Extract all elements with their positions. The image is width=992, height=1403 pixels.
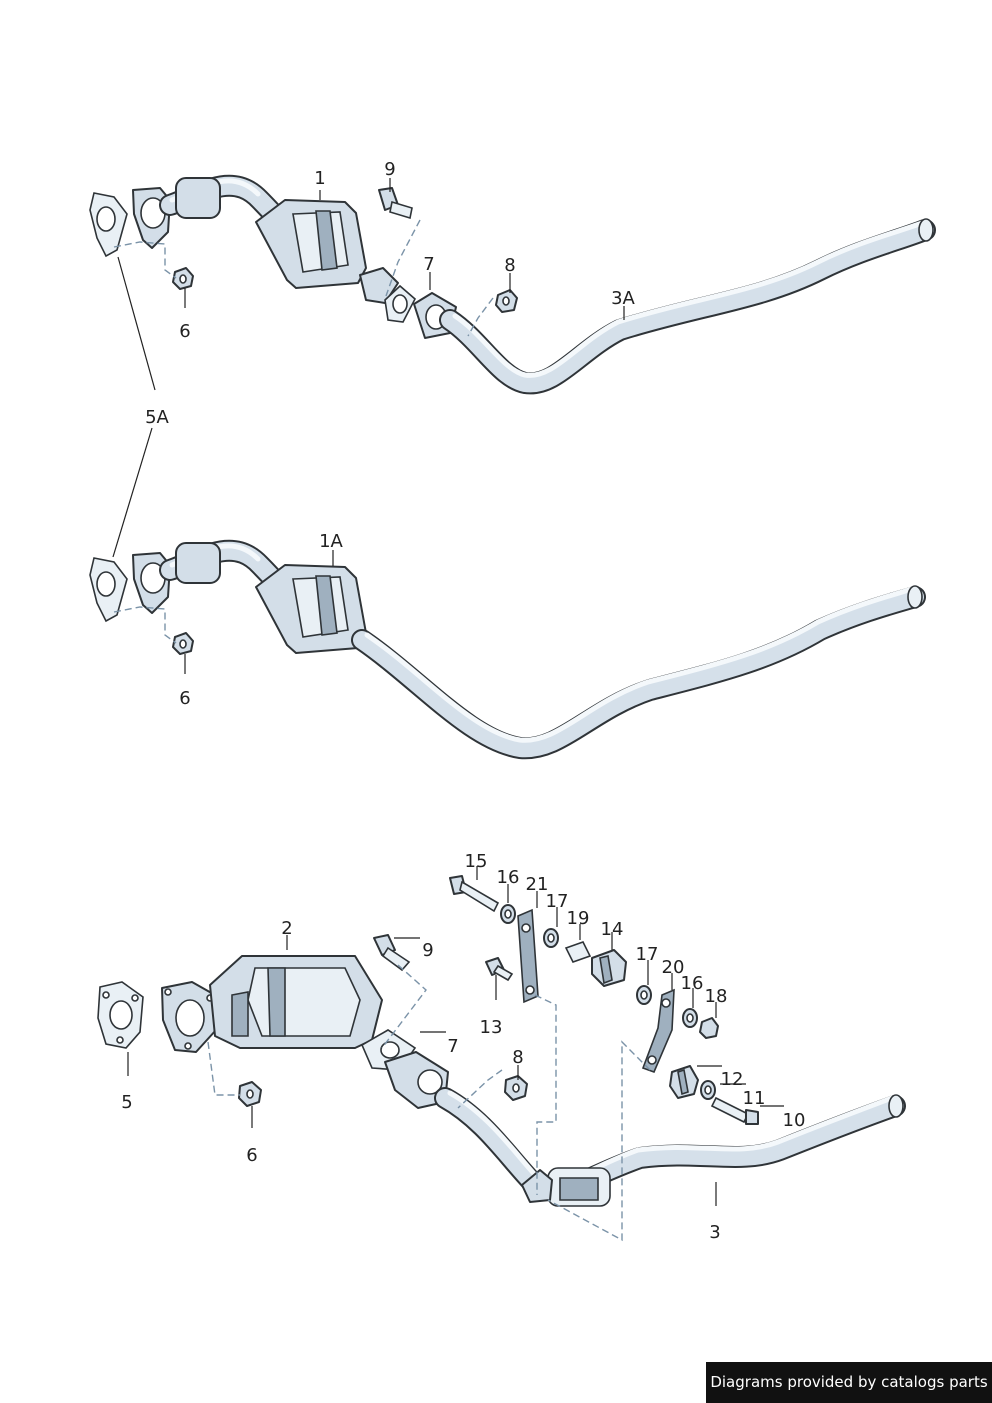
catalytic-converter-1 (255, 199, 367, 289)
bushing-12 (669, 1065, 699, 1099)
bolt-10 (710, 1096, 759, 1125)
label-a6: 6 (179, 321, 190, 342)
gasket-5 (97, 981, 144, 1049)
catalytic-converter-1a (255, 564, 367, 654)
dash-a2 (385, 219, 421, 297)
label-a8: 8 (504, 255, 515, 276)
assembly-c: 15 16 21 17 19 14 2 9 13 17 20 16 18 7 8… (97, 851, 906, 1243)
label-c3: 3 (709, 1222, 720, 1243)
flex-joint (521, 1167, 611, 1207)
bracket-20 (641, 988, 675, 1074)
label-a3A: 3A (611, 288, 635, 309)
label-c2: 2 (281, 918, 292, 939)
label-b1A: 1A (319, 531, 343, 552)
bracket-21 (517, 908, 539, 1004)
label-5a: 5A (145, 407, 169, 428)
nut-18 (699, 1017, 719, 1039)
bushing-14 (591, 949, 627, 987)
bolt-9-bottom (373, 934, 411, 972)
assembly-a: 1 9 7 8 3A 6 (89, 159, 936, 395)
label-c8: 8 (512, 1047, 523, 1068)
label-c14: 14 (601, 919, 624, 940)
dash-c3 (457, 1069, 503, 1109)
label-c9: 9 (422, 940, 433, 961)
label-c12: 12 (721, 1069, 744, 1090)
label-a9: 9 (384, 159, 395, 180)
label-b6: 6 (179, 688, 190, 709)
catalytic-converter-2 (209, 955, 383, 1049)
sensor-boss-mid (175, 542, 221, 584)
label-c11: 11 (743, 1088, 766, 1109)
bolt-13 (485, 957, 514, 982)
label-c16a: 16 (497, 867, 520, 888)
dash-c4 (534, 994, 557, 1195)
label-c5: 5 (121, 1092, 132, 1113)
dash-b1 (113, 606, 177, 644)
flange-2 (161, 981, 217, 1053)
lead-5a-down (112, 427, 153, 558)
gasket-5a-mid (89, 557, 128, 623)
label-c18: 18 (705, 986, 728, 1007)
sensor-boss-top (175, 177, 221, 219)
lead-5a-up (117, 256, 156, 391)
label-a1: 1 (314, 168, 325, 189)
credit-banner: Diagrams provided by catalogs parts (706, 1362, 992, 1403)
gasket-7-top (384, 284, 417, 323)
spacer-19 (564, 941, 592, 963)
assembly-b: 1A 6 (89, 531, 926, 760)
callout-5a: 5A (112, 256, 170, 558)
label-c17b: 17 (636, 944, 659, 965)
dash-c2 (381, 964, 427, 1049)
label-c7: 7 (447, 1036, 458, 1057)
label-a7: 7 (423, 254, 434, 275)
label-c6: 6 (246, 1145, 257, 1166)
bolt-15 (449, 875, 500, 913)
label-c17a: 17 (546, 891, 569, 912)
dash-c5 (547, 1040, 651, 1242)
label-c19: 19 (567, 908, 590, 929)
label-c10: 10 (783, 1110, 806, 1131)
label-c15: 15 (465, 851, 488, 872)
gasket-5a-top (89, 192, 128, 258)
dash-a1 (113, 241, 177, 279)
flange-7-bottom (384, 1051, 449, 1109)
bolt-9-top (378, 187, 413, 220)
dash-a3 (467, 297, 494, 337)
label-c21: 21 (526, 874, 549, 895)
label-c20: 20 (662, 957, 685, 978)
dash-c1 (207, 1041, 240, 1096)
label-c13: 13 (480, 1017, 503, 1038)
label-c16b: 16 (681, 973, 704, 994)
